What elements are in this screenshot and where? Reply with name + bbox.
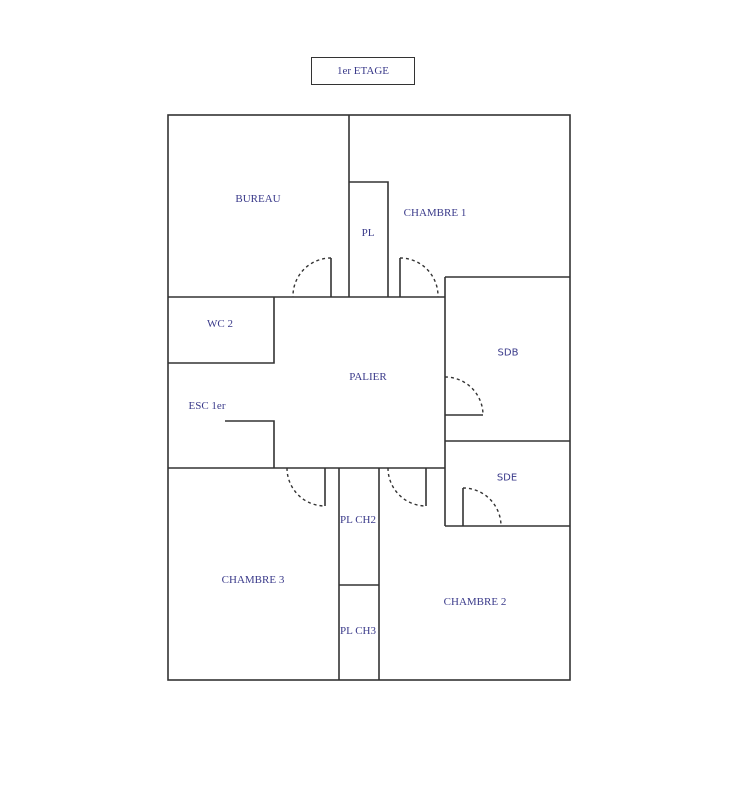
door-swing-bureau	[292, 257, 332, 298]
floor-title-box: 1er ETAGE	[311, 57, 415, 85]
door-swing-chambre3	[286, 467, 326, 507]
room-label-chambre-3: CHAMBRE 3	[221, 574, 285, 586]
outer-wall	[167, 114, 571, 681]
room-label-sdb: SDB	[497, 347, 519, 359]
walls	[167, 114, 571, 681]
wall-pl	[349, 181, 389, 297]
room-label-wc-2: WC 2	[207, 318, 233, 330]
door-swing-sde	[462, 487, 502, 527]
door-swing-chambre1	[399, 257, 439, 298]
room-label-chambre-1: CHAMBRE 1	[403, 207, 467, 219]
door-swing-chambre2	[387, 467, 427, 507]
room-label-esc-1er: ESC 1er	[188, 400, 226, 412]
wall-esc	[225, 420, 275, 468]
room-label-palier: PALIER	[349, 371, 387, 383]
door-swing-sdb	[444, 376, 484, 416]
room-label-pl-ch2: PL CH2	[340, 514, 376, 526]
door-swings	[286, 257, 502, 527]
room-label-chambre-2: CHAMBRE 2	[443, 596, 507, 608]
wall-wc2	[168, 297, 275, 364]
room-label-sde: SDE	[496, 472, 518, 484]
room-label-pl: PL	[361, 227, 375, 239]
floor-title: 1er ETAGE	[337, 65, 389, 77]
room-label-bureau: BUREAU	[235, 193, 281, 205]
room-label-pl-ch3: PL CH3	[340, 625, 376, 637]
